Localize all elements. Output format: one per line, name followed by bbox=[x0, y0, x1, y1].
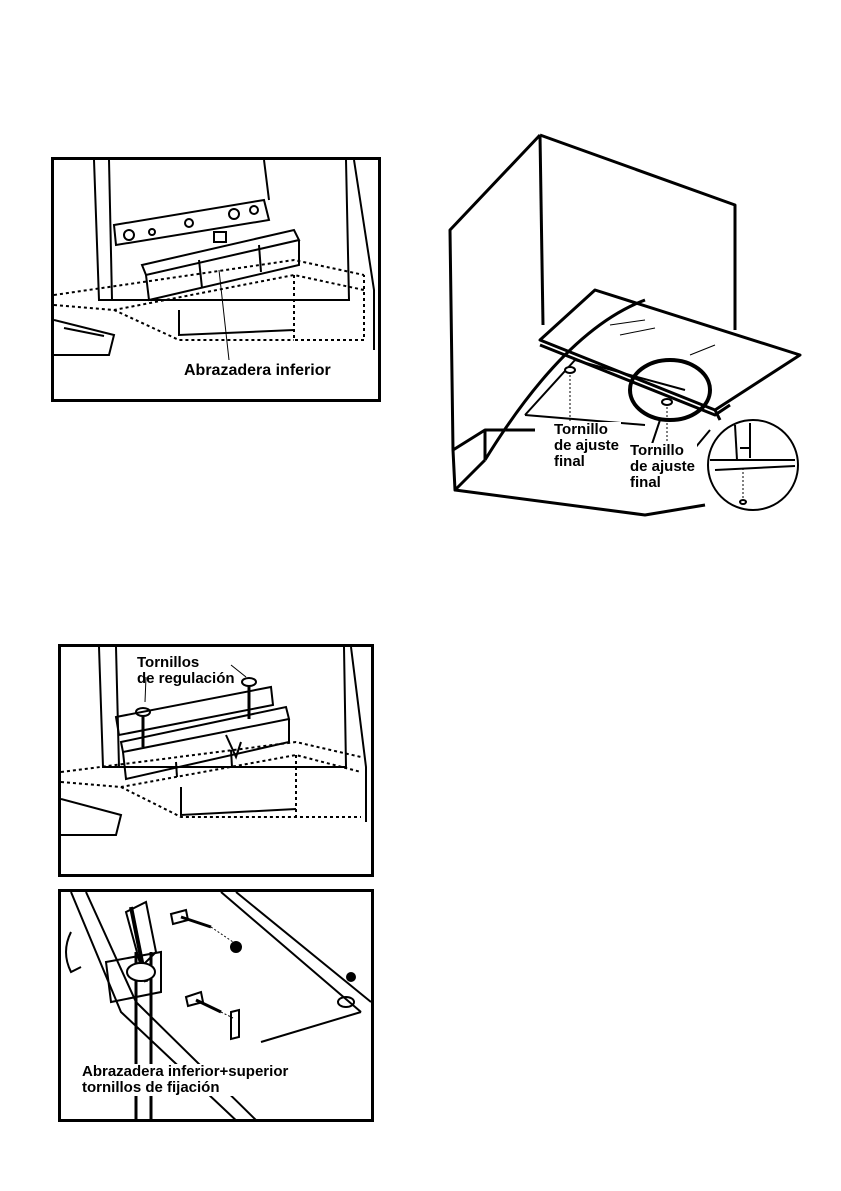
lower-clamp-label: Abrazadera inferior bbox=[182, 363, 333, 379]
fixing-screws-panel: Abrazadera inferior+superior tornillos d… bbox=[58, 889, 374, 1122]
hood-adjust-figure: Tornillo de ajuste final Tornillo de aju… bbox=[445, 130, 825, 530]
adjust-screw-label-left: Tornillo de ajuste final bbox=[552, 422, 621, 470]
lower-clamp-panel: Abrazadera inferior bbox=[51, 157, 381, 402]
regulation-screws-label: Tornillos de regulación bbox=[137, 655, 235, 687]
regulation-screws-panel: Tornillos de regulación bbox=[58, 644, 374, 877]
adjust-screw-label-right: Tornillo de ajuste final bbox=[628, 443, 697, 491]
fixing-screws-label: Abrazadera inferior+superior tornillos d… bbox=[80, 1064, 290, 1096]
